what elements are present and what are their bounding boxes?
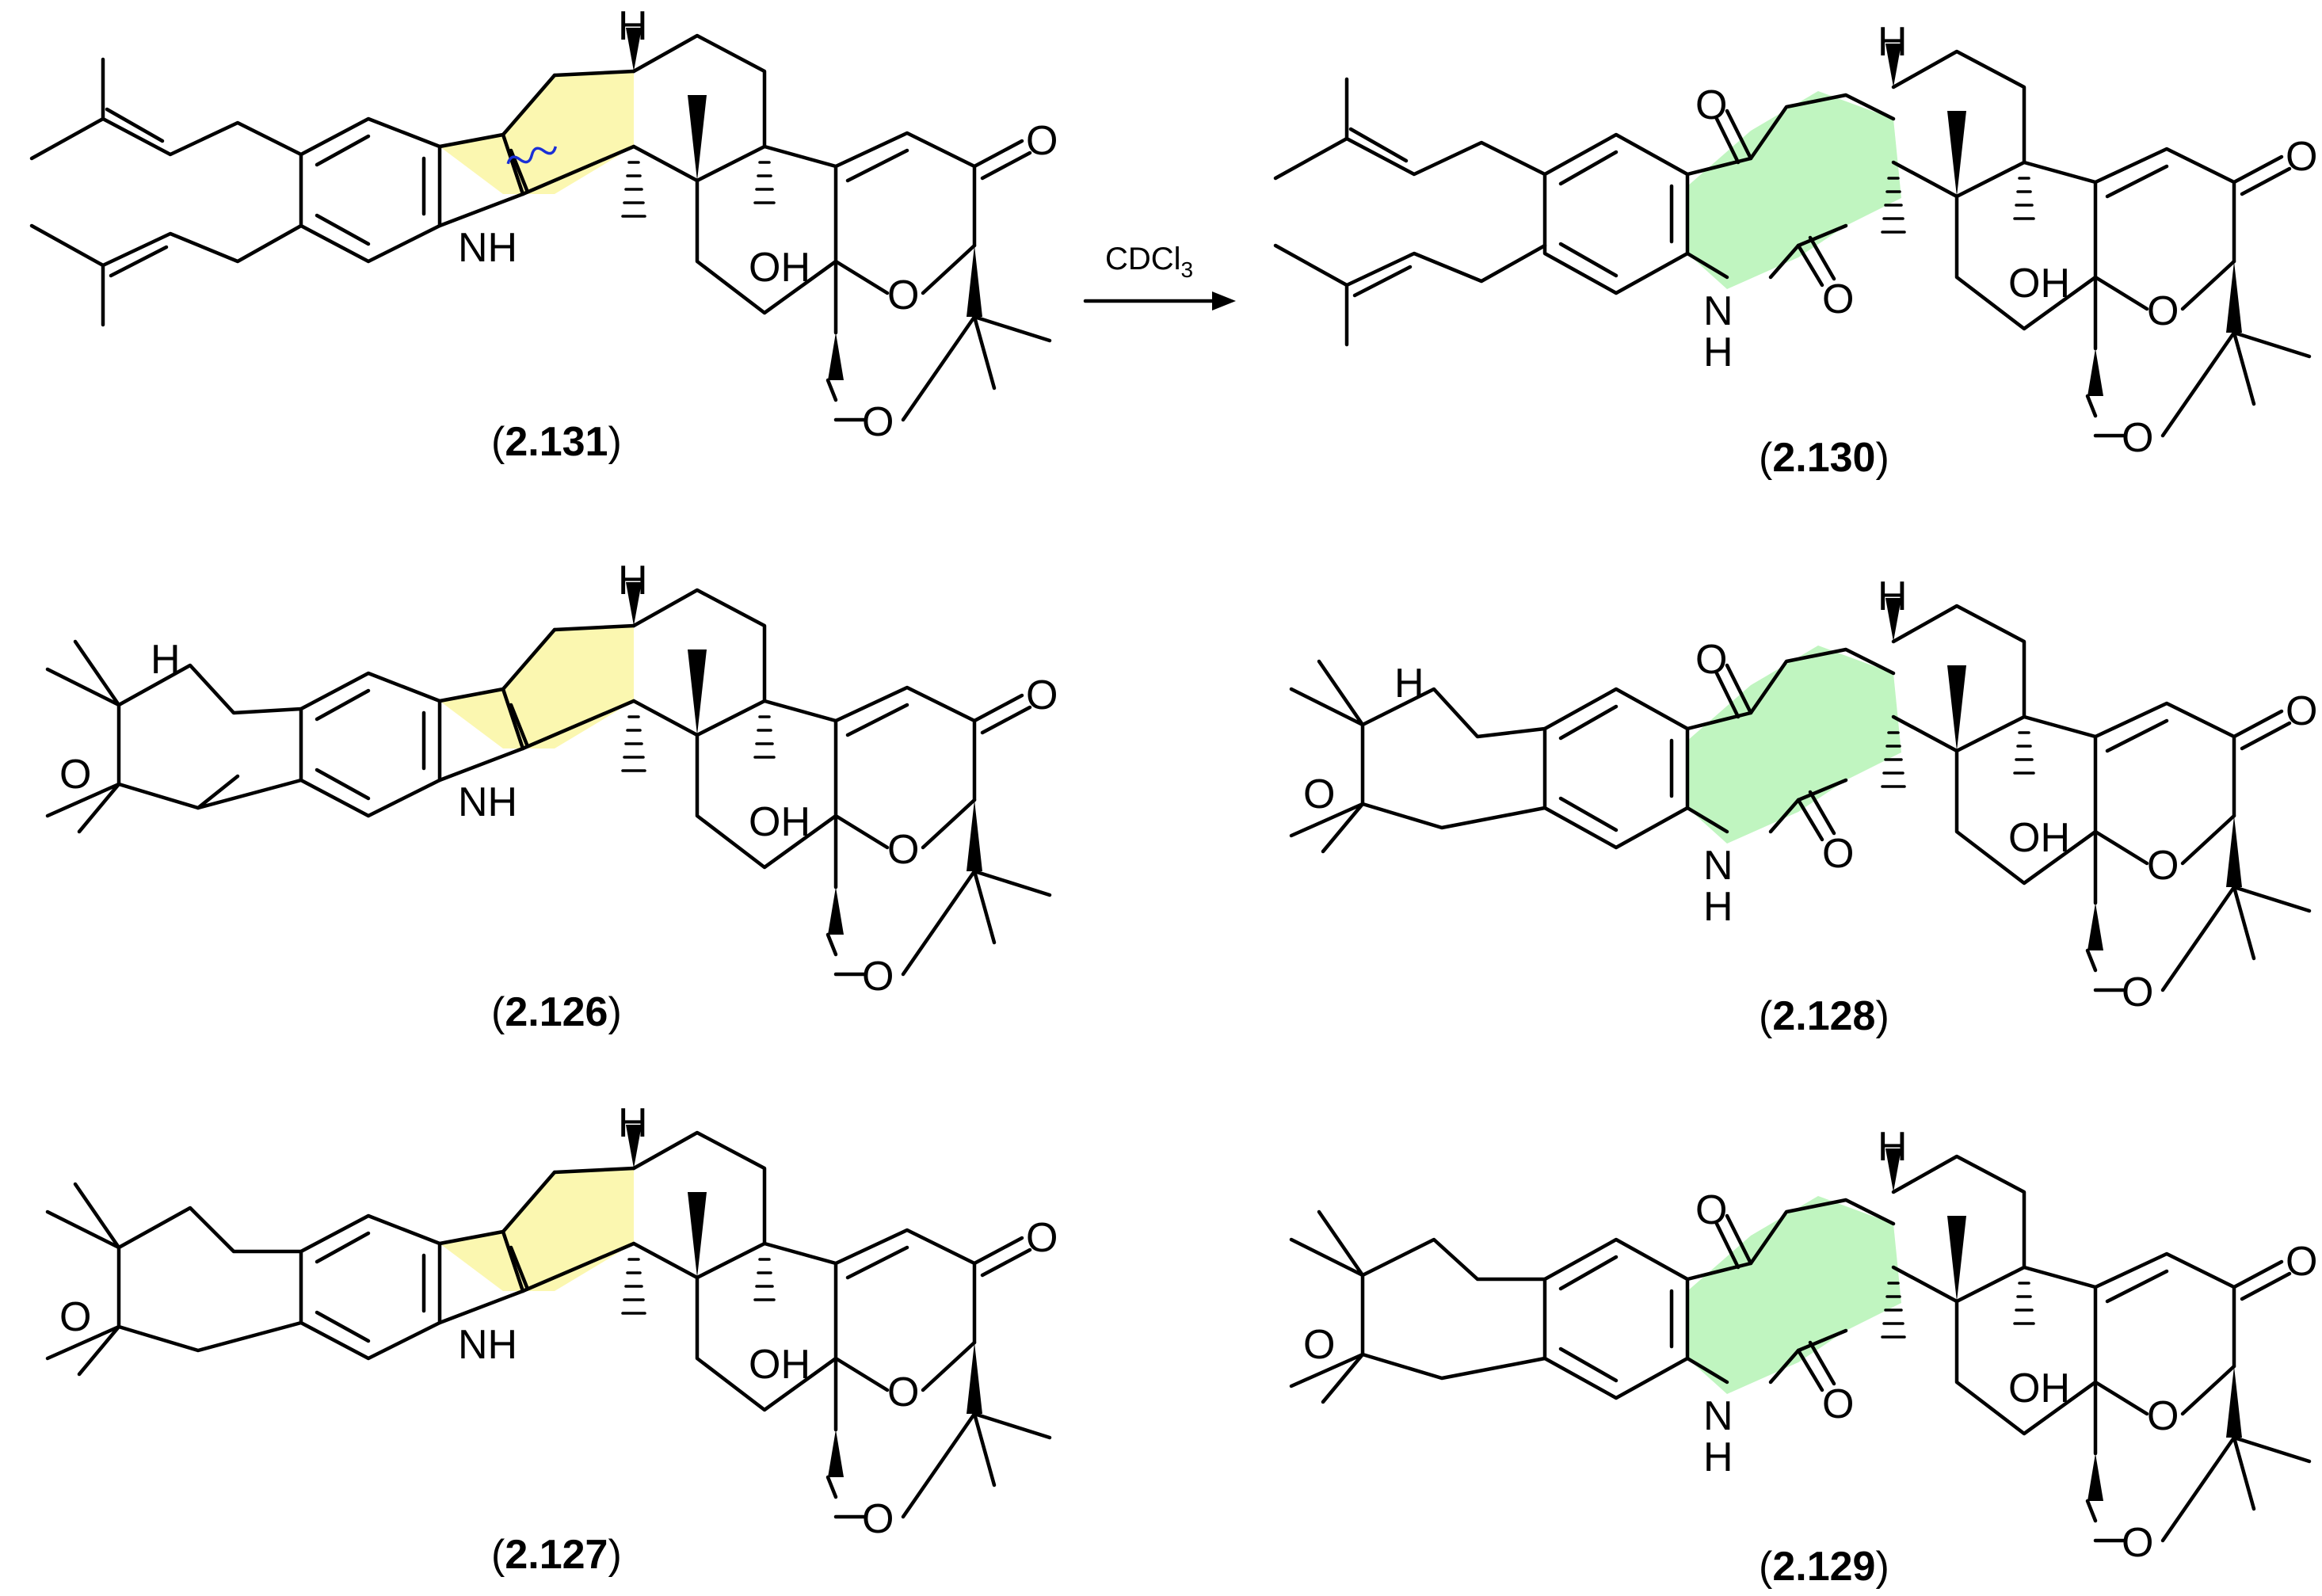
oh-label: OH xyxy=(2008,1366,2070,1411)
n-label: N xyxy=(1703,843,1733,889)
ring-o2-label: O xyxy=(2122,415,2153,461)
compound-2-128: N H O O H H O OH O O O (2.128) xyxy=(1289,573,2317,1039)
oh-label: OH xyxy=(2008,261,2070,307)
compound-2-130: N H O O H OH O O O (2.130) xyxy=(1275,19,2317,481)
pyran-o-label: O xyxy=(1303,1322,1335,1368)
ketone-o-label: O xyxy=(2286,1239,2317,1285)
h-label: H xyxy=(1878,1124,1908,1170)
n-label: N xyxy=(1703,1393,1733,1439)
nh-h-label: H xyxy=(1703,329,1733,375)
o-b-label: O xyxy=(1822,1381,1854,1427)
pyran-o-label: O xyxy=(59,752,91,798)
h-side-label: H xyxy=(1394,661,1424,707)
h-label: H xyxy=(618,1100,648,1146)
ring-o2-label: O xyxy=(862,954,894,1000)
reagent-label: CDCl3 xyxy=(1105,242,1193,282)
pyran-o-label: O xyxy=(1303,771,1335,817)
ring-o2-label: O xyxy=(862,399,894,445)
compound-2-129: N H O O H O OH O O O (2.129) xyxy=(1289,1124,2317,1590)
ring-o-label: O xyxy=(887,272,919,318)
compound-label: (2.129) xyxy=(1759,1544,1889,1590)
ring-o-label: O xyxy=(2147,843,2179,889)
pyran-o-label: O xyxy=(59,1294,91,1340)
ketone-o-label: O xyxy=(2286,134,2317,180)
cleavage-wavy-mark xyxy=(506,146,558,165)
ketone-o-label: O xyxy=(1026,118,1058,164)
ketone-o-label: O xyxy=(1026,672,1058,718)
reaction-arrow: CDCl3 xyxy=(1083,242,1236,310)
compound-label: (2.130) xyxy=(1759,435,1889,481)
o-a-label: O xyxy=(1695,637,1727,683)
compound-label: (2.128) xyxy=(1759,993,1889,1039)
o-b-label: O xyxy=(1822,831,1854,877)
nh-label: NH xyxy=(458,225,517,271)
ring-o-label: O xyxy=(887,1369,919,1415)
ring-o-label: O xyxy=(2147,1393,2179,1439)
oh-label: OH xyxy=(749,245,810,291)
o-a-label: O xyxy=(1695,1187,1727,1233)
h-label: H xyxy=(1878,19,1908,65)
nh-label: NH xyxy=(458,1322,517,1368)
h-side-label: H xyxy=(151,637,181,683)
ring-o2-label: O xyxy=(862,1496,894,1542)
ring-o2-label: O xyxy=(2122,1520,2153,1566)
oh-label: OH xyxy=(749,1342,810,1388)
compound-label: (2.131) xyxy=(491,419,622,465)
ketone-o-label: O xyxy=(2286,688,2317,734)
ring-o-label: O xyxy=(2147,288,2179,334)
ketone-o-label: O xyxy=(1026,1215,1058,1261)
compound-2-127: NH H O OH O O O (2.127) xyxy=(45,1100,1058,1578)
h-label: H xyxy=(1878,573,1908,619)
compound-2-126: NH H H O OH O O O (2.126) xyxy=(45,558,1058,1035)
nh-label: NH xyxy=(458,779,517,825)
o-b-label: O xyxy=(1822,276,1854,322)
o-a-label: O xyxy=(1695,82,1727,128)
compound-label: (2.126) xyxy=(491,989,622,1035)
nh-h-label: H xyxy=(1703,1434,1733,1480)
h-label: H xyxy=(618,3,648,49)
nh-h-label: H xyxy=(1703,884,1733,930)
ring-o-label: O xyxy=(887,827,919,873)
ring-o2-label: O xyxy=(2122,969,2153,1015)
compound-2-131: NH H OH O O O (2.131) xyxy=(32,3,1058,465)
h-label: H xyxy=(618,558,648,604)
oh-label: OH xyxy=(2008,815,2070,861)
compound-label: (2.127) xyxy=(491,1532,622,1578)
n-label: N xyxy=(1703,288,1733,334)
oh-label: OH xyxy=(749,799,810,845)
